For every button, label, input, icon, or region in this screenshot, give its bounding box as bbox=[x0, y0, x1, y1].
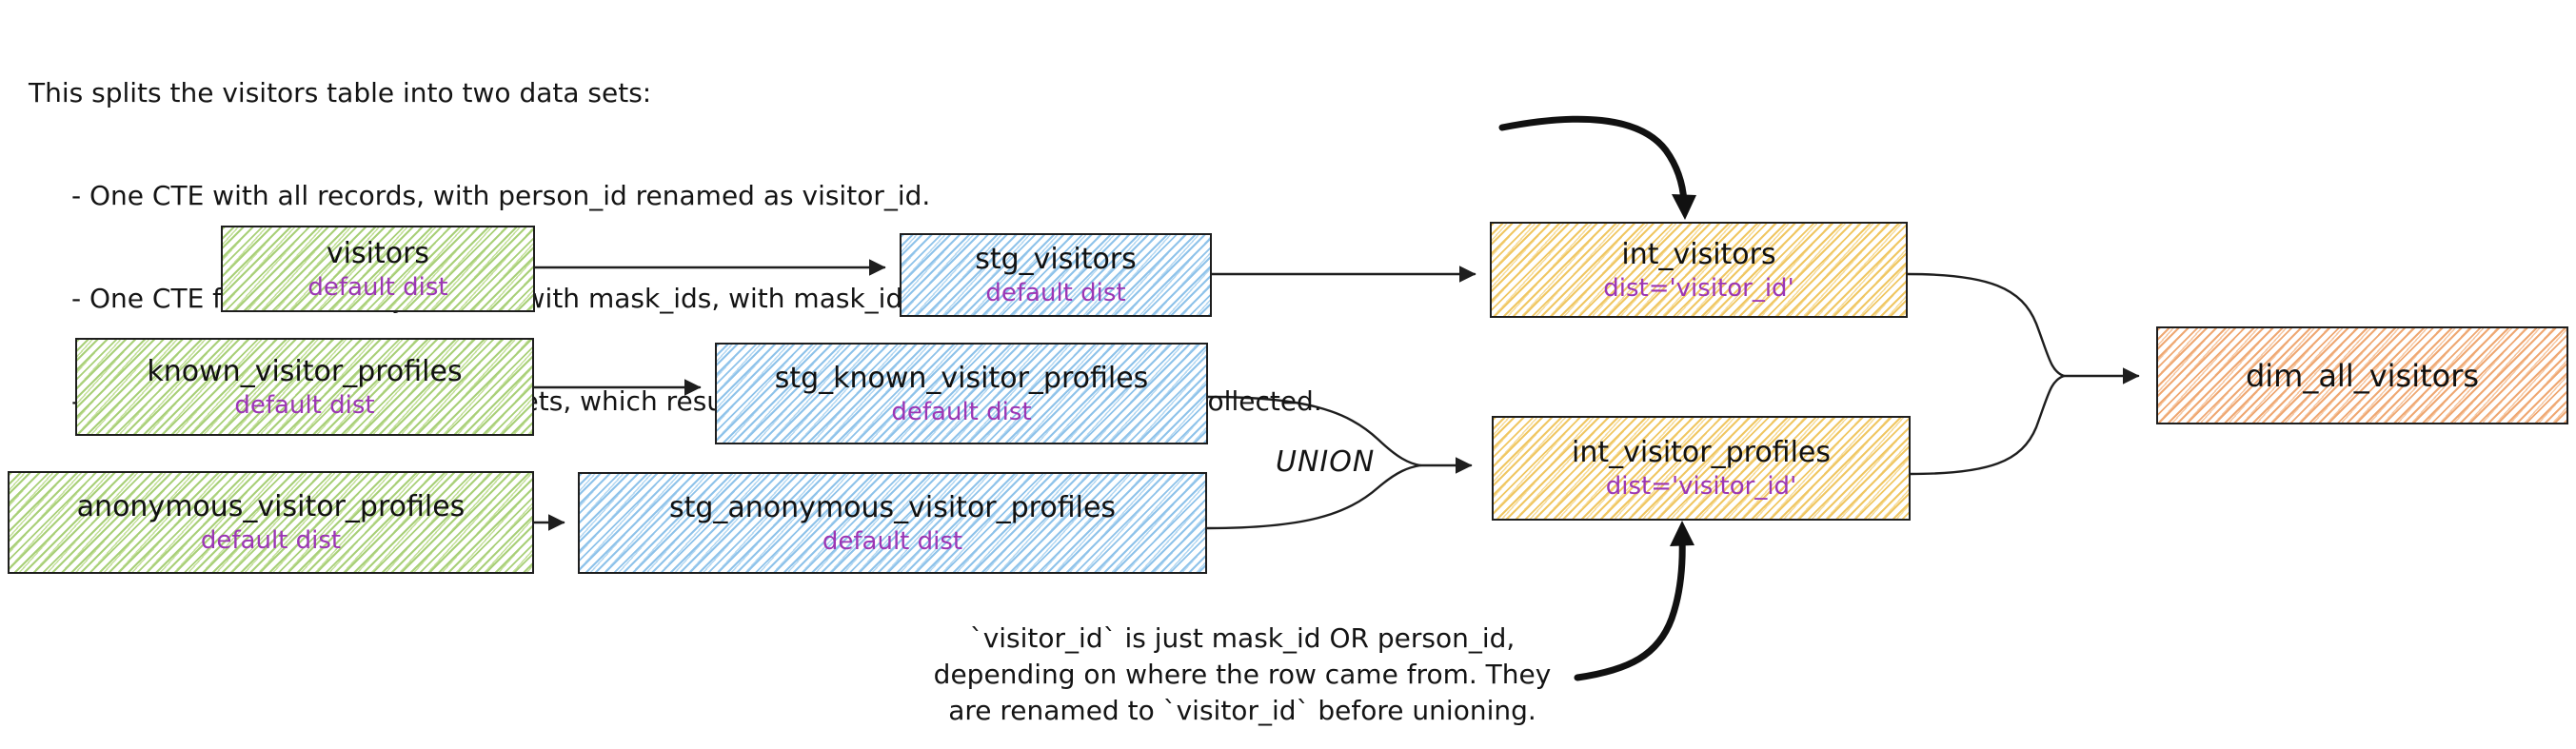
bottom-note: `visitor_id` is just mask_id OR person_i… bbox=[904, 621, 1580, 729]
top-note-pointer-arrow bbox=[1498, 115, 1688, 206]
node-stg-visitors-dist: default dist bbox=[985, 279, 1126, 307]
node-visitors-title: visitors bbox=[326, 236, 430, 270]
node-stg-visitors: stg_visitors default dist bbox=[900, 233, 1212, 317]
node-int-visitor-profiles-dist: dist='visitor_id' bbox=[1605, 472, 1797, 501]
node-visitors-dist: default dist bbox=[307, 272, 448, 302]
edge-stg-known-to-union bbox=[1206, 395, 1422, 467]
node-known-visitor-profiles-dist: default dist bbox=[234, 390, 375, 420]
edge-stg-anonymous-to-union bbox=[1205, 463, 1422, 530]
node-int-visitors-dist: dist='visitor_id' bbox=[1603, 273, 1794, 303]
edge-int-visitors-to-merge bbox=[1906, 272, 2066, 378]
bottom-note-line-1: `visitor_id` is just mask_id OR person_i… bbox=[969, 622, 1516, 654]
node-stg-anonymous-visitor-profiles: stg_anonymous_visitor_profiles default d… bbox=[578, 472, 1207, 574]
bottom-note-arrowhead bbox=[1670, 521, 1694, 546]
node-known-visitor-profiles-title: known_visitor_profiles bbox=[147, 354, 463, 388]
top-note-intro: This splits the visitors table into two … bbox=[29, 77, 652, 108]
node-int-visitor-profiles: int_visitor_profiles dist='visitor_id' bbox=[1492, 416, 1911, 521]
node-known-visitor-profiles: known_visitor_profiles default dist bbox=[75, 338, 534, 436]
bottom-note-pointer-arrow bbox=[1574, 533, 1686, 681]
node-dim-all-visitors-title: dim_all_visitors bbox=[2245, 357, 2480, 394]
node-stg-visitors-title: stg_visitors bbox=[975, 243, 1137, 276]
node-stg-known-visitor-profiles: stg_known_visitor_profiles default dist bbox=[715, 343, 1208, 444]
top-note-bullet-1: - One CTE with all records, with person_… bbox=[71, 180, 931, 211]
node-stg-anonymous-visitor-profiles-title: stg_anonymous_visitor_profiles bbox=[668, 490, 1117, 524]
node-stg-known-visitor-profiles-title: stg_known_visitor_profiles bbox=[774, 361, 1149, 395]
top-note-arrowhead bbox=[1672, 194, 1696, 220]
edge-int-visitor-profiles-to-merge bbox=[1909, 374, 2066, 476]
node-anonymous-visitor-profiles-dist: default dist bbox=[200, 526, 342, 555]
node-int-visitor-profiles-title: int_visitor_profiles bbox=[1571, 436, 1831, 469]
node-int-visitors-title: int_visitors bbox=[1621, 237, 1776, 271]
node-int-visitors: int_visitors dist='visitor_id' bbox=[1490, 222, 1908, 318]
bottom-note-line-3: are renamed to `visitor_id` before union… bbox=[948, 695, 1536, 726]
node-dim-all-visitors: dim_all_visitors bbox=[2156, 326, 2568, 424]
node-anonymous-visitor-profiles-title: anonymous_visitor_profiles bbox=[76, 490, 466, 523]
node-visitors: visitors default dist bbox=[221, 226, 535, 312]
node-anonymous-visitor-profiles: anonymous_visitor_profiles default dist bbox=[8, 471, 534, 574]
union-label: UNION bbox=[1276, 445, 1376, 479]
node-stg-known-visitor-profiles-dist: default dist bbox=[891, 397, 1032, 426]
bottom-note-line-2: depending on where the row came from. Th… bbox=[933, 659, 1552, 690]
node-stg-anonymous-visitor-profiles-dist: default dist bbox=[822, 526, 963, 556]
